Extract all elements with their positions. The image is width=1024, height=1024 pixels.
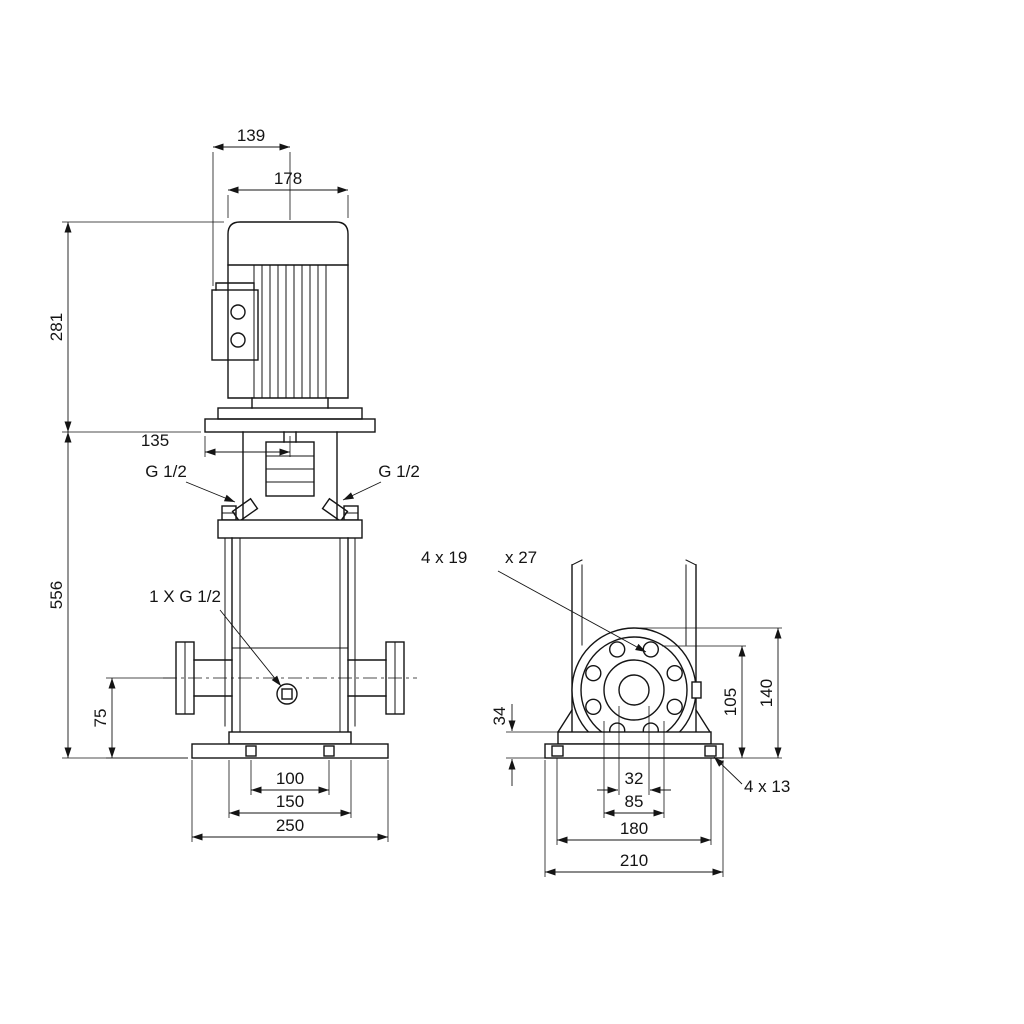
pump-head-plate (217, 519, 363, 539)
body-cut-lines (571, 559, 697, 566)
ext-150 (228, 760, 352, 818)
label-flange-holes: 4 x 19 (421, 548, 467, 567)
pipe-left (193, 659, 233, 697)
leader-drain-port (219, 609, 282, 687)
ext-178 (227, 195, 349, 218)
dim-180: 180 (620, 819, 648, 838)
label-drain-port: 1 X G 1/2 (149, 587, 221, 606)
motor-stool (242, 431, 338, 521)
coupling-lines (265, 455, 315, 483)
side-view-dimensions: 4 x 19 x 27 34 105 140 32 85 180 210 4 (421, 548, 790, 877)
outer-sleeve (231, 537, 349, 733)
ext-34 (506, 731, 558, 759)
ext-281 (62, 221, 224, 433)
dim-140: 140 (757, 679, 776, 707)
terminal-box-lid (215, 282, 255, 291)
body-inner-lines (581, 564, 687, 646)
ext-180 (556, 758, 712, 845)
leader-base-holes (713, 756, 743, 785)
motor-flange-lower (204, 418, 376, 433)
dim-281: 281 (47, 313, 66, 341)
raised-face-circle (603, 659, 665, 721)
side-base-slot-left (551, 745, 564, 757)
dim-250: 250 (276, 816, 304, 835)
ext-210 (544, 760, 724, 877)
side-base-plate (544, 743, 724, 759)
terminal-box (211, 289, 259, 361)
bolt-hole (585, 698, 602, 715)
side-plug-tab (691, 681, 702, 699)
ext-85 (603, 721, 665, 818)
leader-plug-left (185, 481, 236, 503)
front-view (163, 221, 417, 759)
vent-plug-right (321, 497, 349, 523)
ext-139 (212, 152, 291, 286)
base-upper (228, 731, 352, 745)
drain-plug-boss (276, 683, 298, 705)
ext-32 (618, 706, 650, 795)
dim-105: 105 (721, 688, 740, 716)
cable-entry-hole (230, 332, 246, 348)
leader-flange-holes (497, 570, 647, 653)
dim-32: 32 (625, 769, 644, 788)
side-base-slot-right (704, 745, 717, 757)
dim-139: 139 (237, 126, 265, 145)
ext-75 (106, 677, 188, 759)
ext-250 (191, 760, 389, 842)
base-plate (191, 743, 389, 759)
dim-150: 150 (276, 792, 304, 811)
foot-flares (557, 709, 711, 733)
base-slot-left (245, 745, 257, 757)
port-bore-circle (618, 674, 650, 706)
dim-210: 210 (620, 851, 648, 870)
dim-135: 135 (141, 431, 169, 450)
front-view-dimensions: 139 178 281 556 135 G 1/2 G 1/2 1 X G 1/… (47, 126, 420, 842)
side-base-upper (557, 731, 712, 745)
dim-34: 34 (490, 707, 509, 726)
motor-outline (227, 221, 349, 399)
ext-105 (662, 645, 782, 759)
label-base-holes: 4 x 13 (744, 777, 790, 796)
staybolts (224, 537, 356, 727)
label-plug-left: G 1/2 (145, 462, 187, 481)
bolt-hole (609, 641, 626, 658)
motor-flange-upper (217, 407, 363, 420)
dim-100: 100 (276, 769, 304, 788)
dim-75: 75 (91, 709, 110, 728)
drain-plug (281, 688, 293, 700)
ext-135 (204, 436, 291, 457)
base-slot-right (323, 745, 335, 757)
label-plug-right: G 1/2 (378, 462, 420, 481)
bolt-hole (666, 665, 683, 682)
leader-plug-right (342, 481, 382, 501)
motor-fins (253, 264, 327, 399)
bolt-hole (666, 698, 683, 715)
side-view (544, 559, 724, 759)
motor-neck (251, 397, 329, 409)
dim-556: 556 (47, 581, 66, 609)
pipe-right (347, 659, 387, 697)
body-outer-lines (571, 564, 697, 733)
label-flange-holes-depth: x 27 (505, 548, 537, 567)
dim-85: 85 (625, 792, 644, 811)
vent-plug-left (231, 497, 259, 523)
bolt-hole (585, 665, 602, 682)
dim-178: 178 (274, 169, 302, 188)
cable-entry-hole (230, 304, 246, 320)
pump-shaft (283, 431, 297, 443)
